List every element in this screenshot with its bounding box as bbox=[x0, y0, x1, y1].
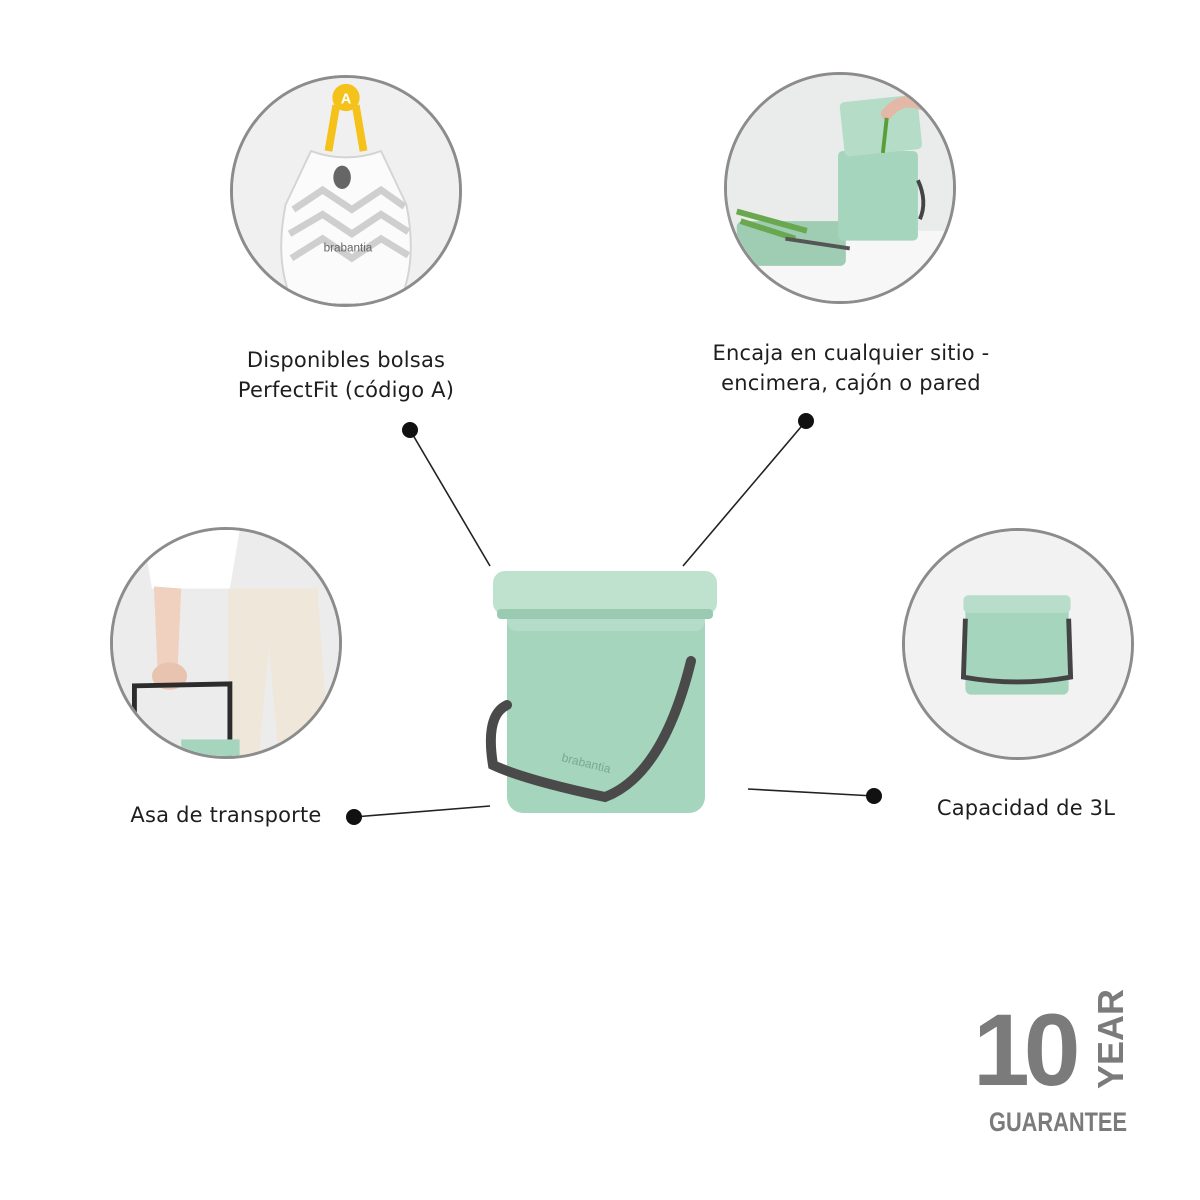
fits-label-line1: Encaja en cualquier sitio - bbox=[712, 341, 990, 365]
guarantee-caption: GUARANTEE bbox=[989, 1107, 1127, 1135]
callout-line-fits bbox=[682, 420, 807, 567]
main-product-image: brabantia bbox=[485, 571, 717, 813]
kitchen-counter-icon bbox=[727, 75, 953, 301]
carrying-person-icon bbox=[113, 530, 339, 756]
callout-line-handle bbox=[353, 805, 491, 818]
bin-side-icon bbox=[905, 531, 1131, 757]
bags-label-line2: PerfectFit (código A) bbox=[237, 378, 455, 402]
kitchen-photo-circle bbox=[724, 72, 956, 304]
callout-dot-capacity bbox=[866, 788, 882, 804]
callout-line-capacity bbox=[747, 788, 875, 797]
fits-label-line2: encimera, cajón o pared bbox=[721, 371, 981, 395]
handle-photo-circle bbox=[110, 527, 342, 759]
guarantee-number: 10 bbox=[975, 993, 1077, 1107]
guarantee-year: YEAR bbox=[1090, 989, 1131, 1089]
bags-label: Disponibles bolsas PerfectFit (código A) bbox=[196, 345, 496, 405]
perfectfit-bag-icon: A brabantia bbox=[233, 78, 459, 304]
callout-dot-bags bbox=[402, 422, 418, 438]
capacity-label: Capacidad de 3L bbox=[936, 796, 1116, 820]
handle-label: Asa de transporte bbox=[130, 803, 322, 827]
guarantee-badge: 10 YEAR GUARANTEE bbox=[975, 989, 1131, 1135]
bags-label-line1: Disponibles bolsas bbox=[246, 348, 446, 372]
callout-dot-handle bbox=[346, 809, 362, 825]
callout-line-bags bbox=[409, 429, 491, 567]
bag-brand-text: brabantia bbox=[324, 241, 373, 254]
capacity-photo-circle bbox=[902, 528, 1134, 760]
fits-label: Encaja en cualquier sitio - encimera, ca… bbox=[686, 338, 1016, 398]
bag-photo-circle: A brabantia bbox=[230, 75, 462, 307]
bag-tag-letter: A bbox=[341, 91, 352, 107]
callout-dot-fits bbox=[798, 413, 814, 429]
